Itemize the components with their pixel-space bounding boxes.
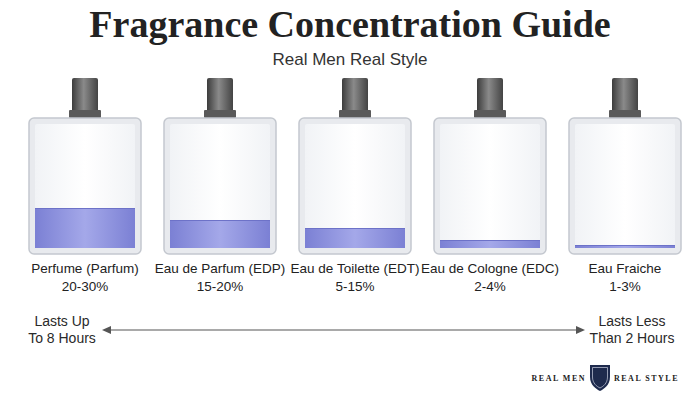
logo-shield-rim xyxy=(593,368,608,389)
bottle-body xyxy=(164,118,276,254)
arrow-head xyxy=(102,326,111,334)
bottle-cap xyxy=(207,78,233,112)
bottle-label: Eau de Cologne (EDC)2-4% xyxy=(419,260,561,296)
bottle-label: Eau de Toilette (EDT)5-15% xyxy=(286,260,424,296)
bottle-body xyxy=(569,118,681,254)
logo-shield xyxy=(590,365,610,391)
arrow-head xyxy=(576,326,585,334)
concentration-name: Eau Fraiche xyxy=(556,260,694,278)
concentration-percent: 5-15% xyxy=(286,278,424,296)
watermark: REAL STYLE xyxy=(614,374,696,384)
fragrance-bottle: Eau de Toilette (EDT)5-15% xyxy=(286,78,424,300)
concentration-name: Perfume (Parfum) xyxy=(16,260,154,278)
concentration-percent: 20-30% xyxy=(16,278,154,296)
fragrance-bottle: Eau de Cologne (EDC)2-4% xyxy=(419,78,561,300)
bottle-collar xyxy=(339,110,371,118)
bottle-cap xyxy=(477,78,503,112)
fragrance-liquid xyxy=(575,245,675,248)
liquid-surface xyxy=(575,245,675,246)
bottle-glass xyxy=(440,124,540,248)
bottle-label: Eau de Parfum (EDP)15-20% xyxy=(151,260,289,296)
bottle-glass xyxy=(305,124,405,248)
concentration-name: Eau de Parfum (EDP) xyxy=(151,260,289,278)
bottle-cap xyxy=(72,78,98,112)
bottle-glass xyxy=(170,124,270,248)
bottle-drawing xyxy=(16,78,154,256)
bottle-cap xyxy=(342,78,368,112)
fragrance-liquid xyxy=(305,228,405,248)
bottle-drawing xyxy=(419,78,561,256)
bottle-drawing xyxy=(151,78,289,256)
subtitle: Real Men Real Style xyxy=(0,50,700,70)
concentration-percent: 2-4% xyxy=(419,278,561,296)
title: Fragrance Concentration Guide xyxy=(0,2,700,46)
fragrance-liquid xyxy=(35,208,135,248)
fragrance-bottle: Eau de Parfum (EDP)15-20% xyxy=(151,78,289,300)
bottle-drawing xyxy=(556,78,694,256)
fragrance-liquid xyxy=(440,240,540,248)
duration-label: Lasts Up To 8 Hours xyxy=(26,313,98,347)
bottle-glass xyxy=(575,124,675,248)
bottle-cap xyxy=(612,78,638,112)
concentration-percent: 15-20% xyxy=(151,278,289,296)
liquid-surface xyxy=(170,220,270,221)
liquid-surface xyxy=(440,240,540,241)
bottle-body xyxy=(434,118,546,254)
bottle-collar xyxy=(69,110,101,118)
bottle-collar xyxy=(609,110,641,118)
bottle-body xyxy=(299,118,411,254)
bottle-body xyxy=(29,118,141,254)
bottle-glass xyxy=(35,124,135,248)
fragrance-liquid xyxy=(170,220,270,248)
duration-label: Lasts Less Than 2 Hours xyxy=(587,313,677,347)
concentration-percent: 1-3% xyxy=(556,278,694,296)
bottle-label: Eau Fraiche1-3% xyxy=(556,260,694,296)
liquid-surface xyxy=(35,208,135,209)
bottle-label: Perfume (Parfum)20-30% xyxy=(16,260,154,296)
fragrance-bottle: Perfume (Parfum)20-30% xyxy=(16,78,154,300)
watermark: REAL MEN xyxy=(500,374,586,384)
bottle-collar xyxy=(204,110,236,118)
duration-arrow-line xyxy=(104,329,583,330)
fragrance-bottle: Eau Fraiche1-3% xyxy=(556,78,694,300)
concentration-name: Eau de Toilette (EDT) xyxy=(286,260,424,278)
liquid-surface xyxy=(305,228,405,229)
concentration-name: Eau de Cologne (EDC) xyxy=(419,260,561,278)
bottle-drawing xyxy=(286,78,424,256)
bottle-collar xyxy=(474,110,506,118)
